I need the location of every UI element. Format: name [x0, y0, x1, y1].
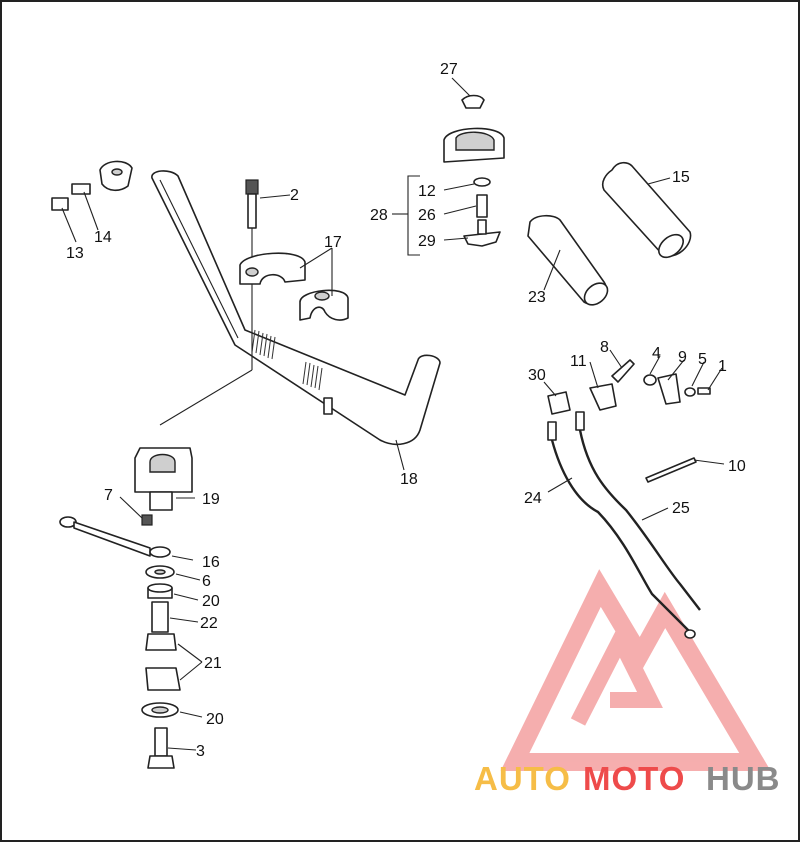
riser [134, 447, 193, 511]
leader-lines [61, 77, 725, 751]
callout-labels: 1 2 3 4 5 6 7 8 9 10 11 12 13 14 15 16 1… [66, 61, 746, 760]
callout-20b: 20 [206, 711, 224, 728]
upper-clamps [239, 252, 349, 321]
cables [547, 411, 701, 639]
callout-15: 15 [672, 169, 690, 186]
ground-strap [59, 516, 171, 558]
callout-5: 5 [698, 351, 707, 368]
callout-2: 2 [290, 187, 299, 204]
callout-17: 17 [324, 234, 342, 251]
callout-23: 23 [528, 289, 546, 306]
callout-29: 29 [418, 233, 436, 250]
callout-8: 8 [600, 339, 609, 356]
callout-21: 21 [204, 655, 222, 672]
clamp-assembly [392, 94, 505, 256]
watermark-auto: AUTO [474, 760, 571, 797]
callout-25: 25 [672, 500, 690, 517]
handlebar [151, 170, 441, 446]
watermark-logo [500, 569, 771, 771]
watermark-text: AUTO MOTO HUB [474, 760, 781, 797]
callout-24: 24 [524, 490, 542, 507]
callout-12: 12 [418, 183, 436, 200]
callout-16: 16 [202, 554, 220, 571]
callout-30: 30 [528, 367, 546, 384]
callout-27: 27 [440, 61, 458, 78]
watermark-hub: HUB [706, 760, 781, 797]
adjuster-parts [51, 160, 133, 211]
callout-18: 18 [400, 471, 418, 488]
callout-6: 6 [202, 573, 211, 590]
callout-4: 4 [652, 345, 661, 362]
callout-28: 28 [370, 207, 388, 224]
callout-26: 26 [418, 207, 436, 224]
callout-7: 7 [104, 487, 113, 504]
lever-hardware [547, 359, 711, 483]
callout-14: 14 [94, 229, 112, 246]
callout-20a: 20 [202, 593, 220, 610]
callout-19: 19 [202, 491, 220, 508]
callout-13: 13 [66, 245, 84, 262]
callout-22: 22 [200, 615, 218, 632]
riser-bolt [159, 179, 259, 426]
grips [527, 161, 692, 306]
callout-3: 3 [196, 743, 205, 760]
riser-stack [141, 565, 181, 769]
nut [141, 514, 153, 526]
watermark-moto: MOTO [583, 760, 685, 797]
callout-1: 1 [718, 358, 727, 375]
callout-9: 9 [678, 349, 687, 366]
callout-10: 10 [728, 458, 746, 475]
callout-11: 11 [570, 353, 587, 370]
